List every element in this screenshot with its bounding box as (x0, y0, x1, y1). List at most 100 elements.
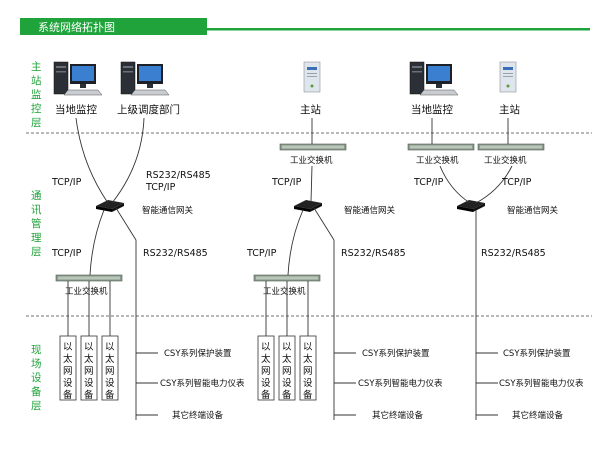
label-other-3: 其它终端设备 (512, 410, 564, 421)
svg-text:以: 以 (63, 342, 73, 353)
svg-text:网: 网 (282, 366, 292, 377)
label-switch-bottom-2: 工业交换机 (263, 286, 306, 297)
gateway-2 (294, 200, 322, 212)
label-local-monitor-1: 当地监控 (55, 103, 97, 116)
svg-text:管: 管 (31, 217, 42, 230)
svg-text:设: 设 (282, 378, 292, 389)
pc-local-monitor-2 (409, 61, 459, 96)
switch-top-2 (407, 143, 475, 151)
label-rs-4: RS232/RS485 (481, 248, 546, 259)
label-meter-1: CSY系列智能电力仪表 (160, 378, 245, 389)
label-protection-2: CSY系列保护装置 (362, 348, 430, 359)
svg-text:通: 通 (31, 190, 42, 202)
svg-text:讯: 讯 (31, 203, 42, 216)
svg-text:太: 太 (261, 353, 271, 365)
svg-text:设: 设 (303, 378, 313, 389)
svg-text:备: 备 (303, 389, 313, 401)
svg-text:网: 网 (63, 366, 73, 377)
label-tcpip-2: TCP/IP (145, 182, 176, 193)
svg-text:层: 层 (31, 400, 42, 412)
svg-text:网: 网 (303, 366, 313, 377)
layer-label-field: 现 场 设 备 层 (31, 344, 42, 412)
label-tcpip-5: TCP/IP (246, 248, 277, 259)
ethernet-device-box: 以 太 网 设 备 (257, 335, 275, 401)
svg-text:设: 设 (84, 378, 94, 389)
svg-text:备: 备 (31, 385, 42, 398)
svg-text:太: 太 (63, 353, 73, 365)
gateway-3 (457, 200, 485, 212)
label-tcpip-7: TCP/IP (501, 177, 532, 188)
svg-text:层: 层 (31, 117, 42, 129)
svg-text:太: 太 (105, 353, 115, 365)
label-main-station-1: 主站 (300, 103, 321, 116)
svg-text:太: 太 (282, 353, 292, 365)
svg-text:以: 以 (303, 342, 313, 353)
svg-text:设: 设 (63, 378, 73, 389)
svg-text:设: 设 (31, 372, 42, 384)
svg-text:设: 设 (261, 378, 271, 389)
label-rs-3: RS232/RS485 (341, 248, 406, 259)
label-tcpip-6: TCP/IP (413, 177, 444, 188)
svg-text:网: 网 (84, 366, 94, 377)
label-switch-top-1: 工业交换机 (290, 155, 333, 166)
ethernet-devices-group-2: 以 太 网 设 备 以 太 网 设 备 以 太 网 设 备 (257, 335, 317, 401)
layer-label-main: 主 站 监 控 层 (31, 61, 42, 129)
svg-text:监: 监 (31, 88, 42, 101)
label-gateway-3: 智能通信网关 (507, 205, 559, 216)
ethernet-devices-group-1: 以 太 网 设 备 以 太 网 设 备 以 太 网 设 备 (59, 335, 119, 401)
svg-text:备: 备 (84, 389, 94, 401)
svg-text:备: 备 (105, 389, 115, 401)
svg-text:以: 以 (84, 342, 94, 353)
svg-text:现: 现 (31, 344, 42, 356)
pc-local-monitor-1 (53, 61, 103, 96)
label-other-2: 其它终端设备 (372, 410, 424, 421)
pc-dispatch (120, 61, 170, 96)
label-other-1: 其它终端设备 (172, 410, 224, 421)
svg-text:以: 以 (282, 342, 292, 353)
layer-label-comm: 通 讯 管 理 层 (31, 190, 42, 258)
svg-text:备: 备 (282, 389, 292, 401)
svg-text:层: 层 (31, 246, 42, 258)
label-switch-top-3: 工业交换机 (484, 155, 527, 166)
svg-text:设: 设 (105, 378, 115, 389)
diagram-title: 系统网络拓扑图 (38, 20, 115, 34)
title-bar: 系统网络拓扑图 (20, 18, 590, 35)
label-meter-2: CSY系列智能电力仪表 (358, 378, 443, 389)
switch-bottom-2 (253, 274, 321, 282)
ethernet-device-box: 以 太 网 设 备 (299, 335, 317, 401)
svg-text:网: 网 (261, 366, 271, 377)
gateway-1 (96, 200, 124, 212)
svg-text:主: 主 (31, 61, 42, 73)
svg-text:场: 场 (31, 357, 42, 370)
label-meter-3: CSY系列智能电力仪表 (499, 378, 584, 389)
ethernet-device-box: 以 太 网 设 备 (278, 335, 296, 401)
ethernet-device-box: 以 太 网 设 备 (59, 335, 77, 401)
svg-text:网: 网 (105, 366, 115, 377)
svg-text:理: 理 (31, 232, 42, 244)
label-tcpip-4: TCP/IP (271, 177, 302, 188)
svg-text:控: 控 (31, 102, 42, 115)
server-main-station-2 (499, 61, 517, 93)
label-rs-2: RS232/RS485 (143, 248, 208, 259)
label-gateway-1: 智能通信网关 (142, 205, 194, 216)
label-dispatch: 上级调度部门 (117, 103, 180, 116)
label-tcpip-1: TCP/IP (51, 177, 82, 188)
label-switch-bottom-1: 工业交换机 (65, 286, 108, 297)
connection-lines (67, 117, 513, 420)
svg-text:以: 以 (261, 342, 271, 353)
svg-text:太: 太 (84, 353, 94, 365)
label-local-monitor-2: 当地监控 (411, 103, 453, 116)
switch-top-1 (279, 143, 347, 151)
svg-text:站: 站 (31, 74, 42, 87)
svg-text:备: 备 (261, 389, 271, 401)
svg-text:以: 以 (105, 342, 115, 353)
svg-text:太: 太 (303, 353, 313, 365)
label-switch-top-2: 工业交换机 (416, 155, 459, 166)
svg-text:备: 备 (63, 389, 73, 401)
label-rs-1: RS232/RS485 (146, 170, 211, 181)
server-main-station-1 (303, 61, 321, 93)
ethernet-device-box: 以 太 网 设 备 (101, 335, 119, 401)
label-main-station-2: 主站 (499, 103, 520, 116)
